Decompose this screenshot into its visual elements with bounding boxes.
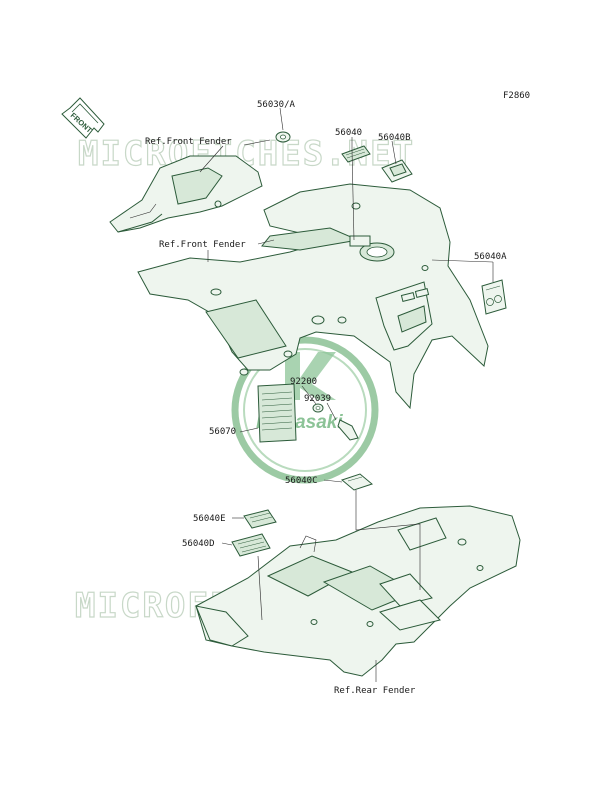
front-fender-main-part (137, 183, 489, 410)
leader-lines (199, 107, 494, 682)
label-56040b (381, 159, 413, 183)
label-text-56040: 56040 (335, 128, 362, 138)
label-text-56030a: 56030/A (257, 100, 296, 110)
label-56070 (257, 383, 297, 443)
label-text-56040b: 56040B (378, 133, 411, 143)
front-arrow-icon: FRONT (61, 97, 105, 139)
figure-code: F2860 (503, 91, 530, 101)
label-text-ref-front-fender-1: Ref.Front Fender (145, 137, 232, 147)
bolt-92039 (337, 419, 359, 441)
label-text-56070: 56070 (209, 427, 236, 437)
rear-fender-part (195, 505, 521, 677)
washer-92200 (312, 403, 324, 413)
label-56040 (341, 145, 371, 163)
label-text-ref-rear-fender: Ref.Rear Fender (334, 686, 416, 696)
label-56040d (231, 533, 271, 557)
label-text-56040c: 56040C (285, 476, 318, 486)
washer-56030a (275, 131, 291, 143)
label-56040c (340, 473, 374, 491)
label-56040a (481, 279, 507, 315)
label-56040e (243, 509, 277, 529)
label-text-92200: 92200 (290, 377, 317, 387)
label-text-56040a: 56040A (474, 252, 507, 262)
label-text-56040d: 56040D (182, 539, 215, 549)
label-text-56040e: 56040E (193, 514, 226, 524)
label-text-92039: 92039 (304, 394, 331, 404)
label-text-ref-front-fender-2: Ref.Front Fender (159, 240, 246, 250)
